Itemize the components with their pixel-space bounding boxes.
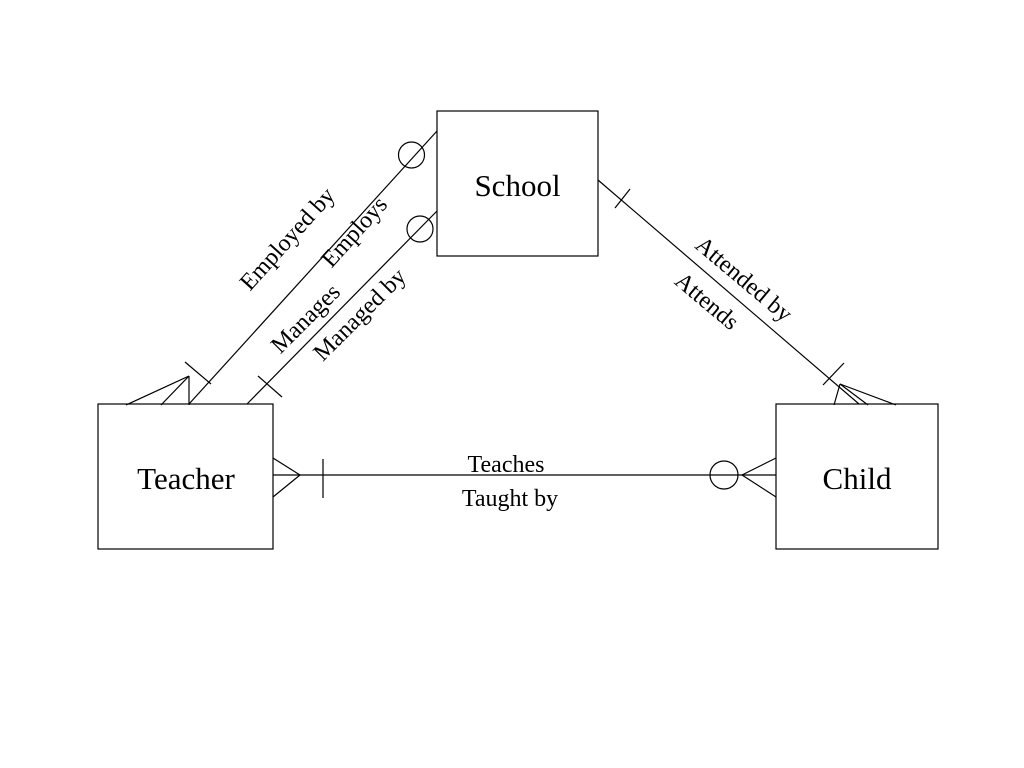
entity-teacher[interactable]: Teacher <box>97 403 274 550</box>
entity-child-box <box>775 403 939 550</box>
entity-school[interactable]: School <box>436 110 599 257</box>
one-marker-teacher-manages <box>257 375 283 398</box>
relationship-teaches[interactable]: Teaches Taught by <box>272 452 777 512</box>
label-employed-by: Employed by <box>235 183 340 296</box>
relationship-attends[interactable]: Attended by Attends <box>597 179 897 406</box>
entity-child[interactable]: Child <box>775 403 939 550</box>
relationship-line-manages <box>246 210 438 405</box>
one-marker-teacher-employs <box>184 361 212 385</box>
relationship-line-attends <box>597 179 860 405</box>
entity-child-label: Child <box>823 461 892 496</box>
one-marker-school-attends <box>614 188 631 209</box>
zero-marker-school-employs <box>397 141 426 169</box>
label-teaches: Teaches <box>468 452 545 478</box>
crowfoot-marker-teacher-teaches <box>272 457 301 498</box>
entity-school-box <box>436 110 599 257</box>
zero-marker-child-teaches <box>709 460 739 490</box>
crowfoot-marker-child-attends <box>833 383 897 406</box>
entity-teacher-label: Teacher <box>137 461 235 496</box>
relationship-line-employs <box>188 130 438 405</box>
crowfoot-marker-child-teaches <box>741 457 777 498</box>
label-taught-by: Taught by <box>462 486 558 512</box>
entity-teacher-box <box>97 403 274 550</box>
crowfoot-marker-teacher-employs <box>125 375 190 406</box>
zero-marker-school-manages <box>406 215 434 243</box>
one-marker-child-attends <box>822 362 845 386</box>
entity-school-label: School <box>474 168 560 203</box>
